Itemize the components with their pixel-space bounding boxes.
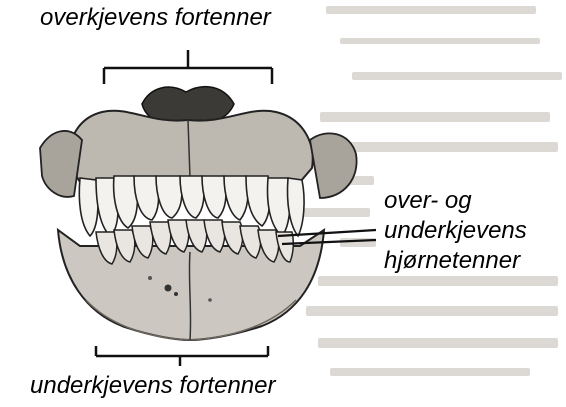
lower-incisors-bracket <box>96 346 268 366</box>
upper-incisors-label: overkjevens fortenner <box>36 4 275 32</box>
upper-incisors-bracket <box>104 50 272 84</box>
canines-label: over- og underkjevens hjørnetenner <box>384 186 527 276</box>
canines-label-line3: hjørnetenner <box>384 246 527 276</box>
lower-incisors-label: underkjevens fortenner <box>26 372 279 400</box>
canines-label-line2: underkjevens <box>384 216 527 246</box>
canines-label-line1: over- og <box>384 186 527 216</box>
